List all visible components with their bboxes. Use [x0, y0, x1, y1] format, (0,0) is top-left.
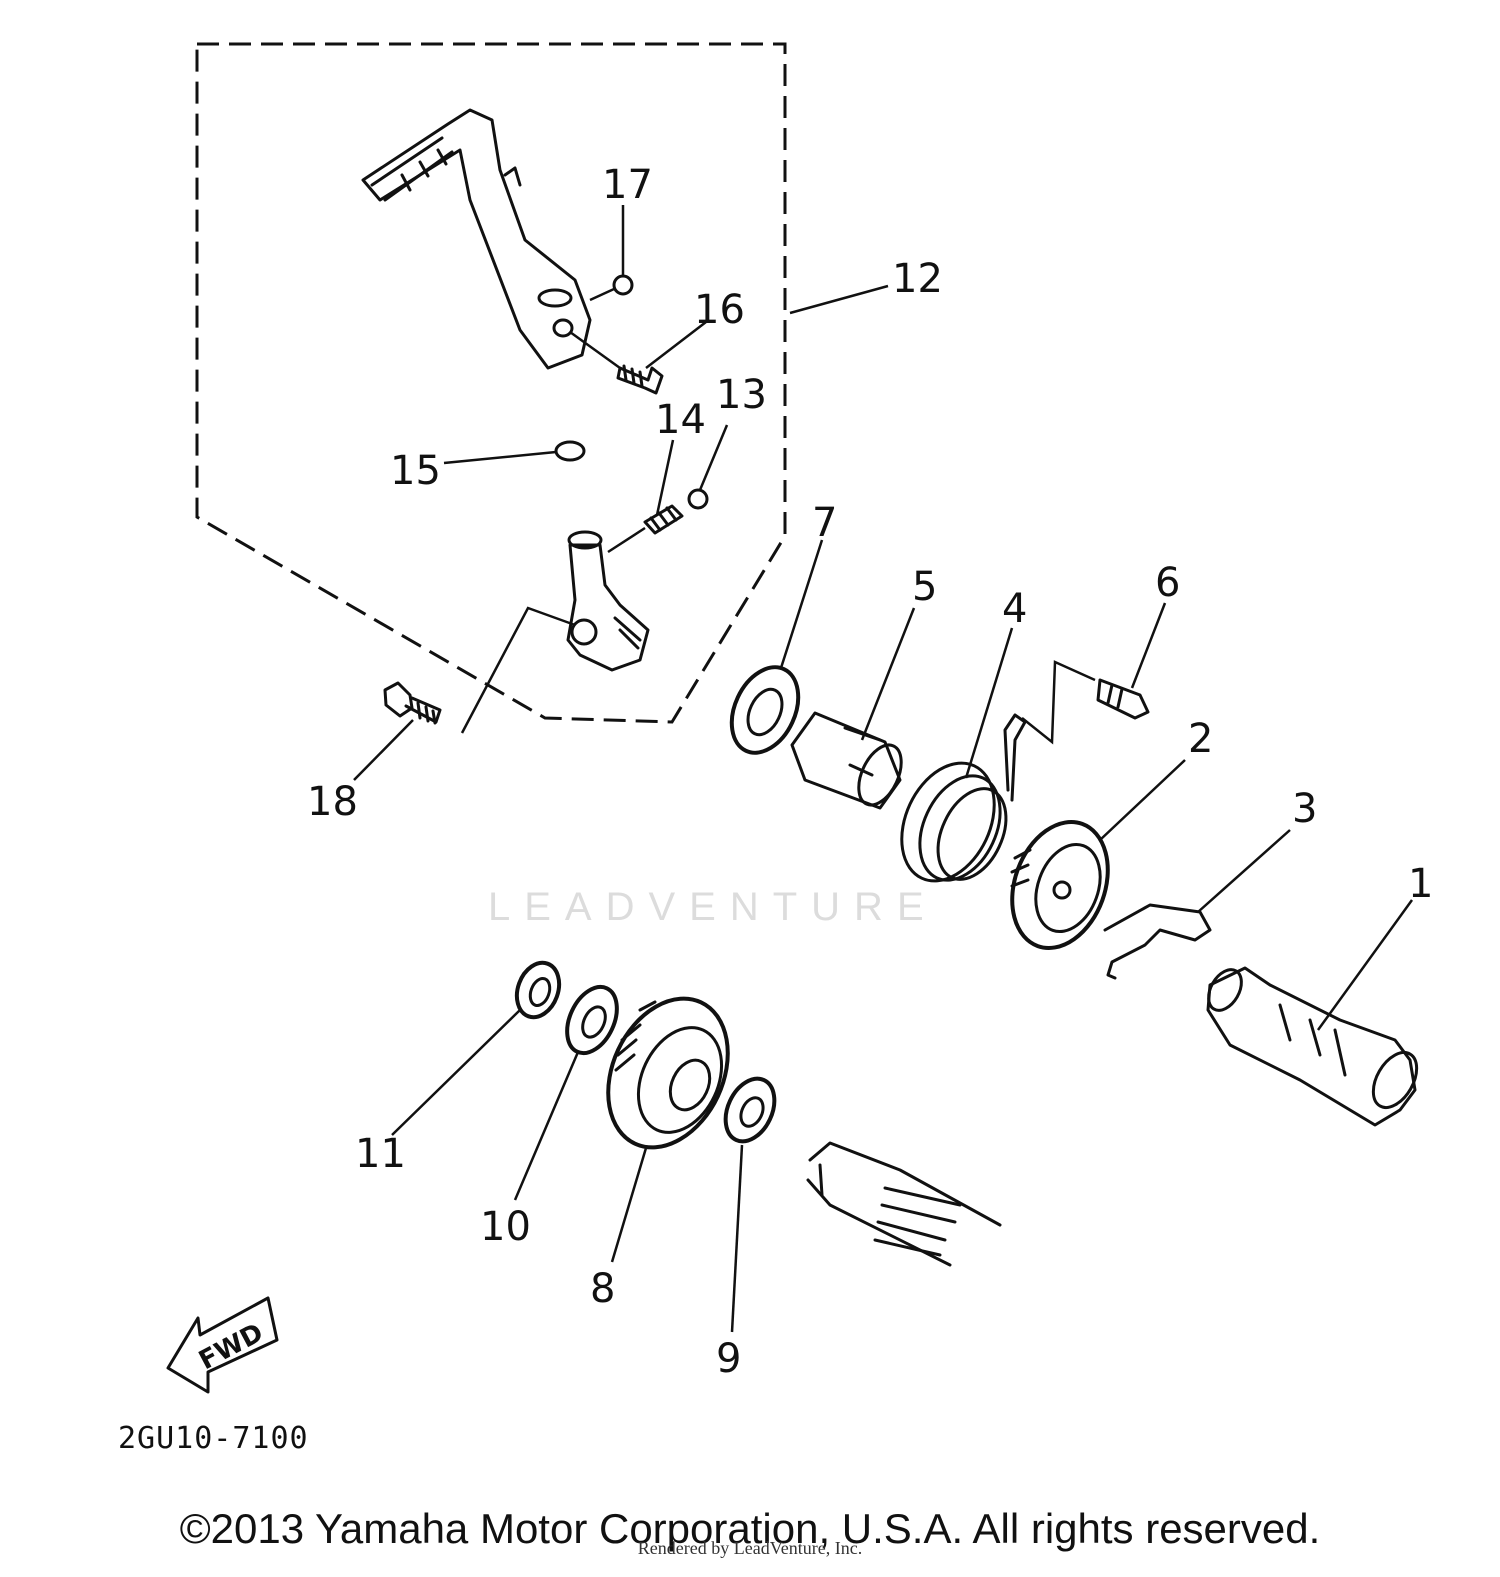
- kick-boss: [566, 526, 650, 672]
- part-17-ball: [612, 274, 634, 296]
- part-14-spring: [643, 504, 684, 535]
- splined-shaft: [806, 1141, 1002, 1267]
- callout-12: 12: [892, 256, 943, 302]
- part-6-pin: [1096, 678, 1150, 720]
- part-1-kick-axle: [1206, 966, 1419, 1127]
- fwd-arrow: FWD: [166, 1296, 279, 1394]
- part-4-spring: [900, 660, 1096, 883]
- callout-6: 6: [1155, 560, 1180, 606]
- part-10-washer: [565, 984, 619, 1056]
- part-11-circlip: [514, 960, 562, 1020]
- fwd-label: FWD: [194, 1318, 268, 1376]
- part-8-kick-gear: [606, 996, 730, 1150]
- callout-11: 11: [355, 1131, 406, 1177]
- callout-8: 8: [590, 1266, 615, 1312]
- callout-2: 2: [1188, 716, 1213, 762]
- part-18-bolt: [383, 606, 576, 734]
- part-3-clip: [1103, 903, 1212, 980]
- diagram-code: 2GU10-7100: [118, 1421, 309, 1456]
- callout-9: 9: [716, 1336, 741, 1382]
- leader-lines: [353, 205, 1414, 1333]
- callout-13: 13: [716, 372, 767, 418]
- part-13-ball: [687, 488, 709, 510]
- rendered-by-note: Rendered by LeadVenture, Inc.: [637, 1538, 863, 1558]
- part-7-seal: [729, 665, 801, 755]
- callout-3: 3: [1292, 786, 1317, 832]
- callout-14: 14: [655, 397, 706, 443]
- kick-crank-lever: [361, 108, 592, 370]
- part-9-washer: [723, 1076, 777, 1144]
- copyright-notice: ©2013 Yamaha Motor Corporation, U.S.A. A…: [179, 1505, 1321, 1552]
- callout-4: 4: [1002, 586, 1027, 632]
- callout-1: 1: [1408, 861, 1433, 907]
- part-5-collar: [790, 711, 903, 810]
- callout-10: 10: [480, 1204, 531, 1250]
- assembly-boundary: [195, 42, 787, 724]
- watermark: LEADVENTURE: [488, 885, 938, 929]
- callout-7: 7: [812, 500, 837, 546]
- callout-5: 5: [912, 564, 937, 610]
- part-2-ratchet: [1010, 820, 1110, 950]
- callout-16: 16: [694, 287, 745, 333]
- part-15-oring: [554, 440, 586, 462]
- callout-17: 17: [602, 162, 653, 208]
- part-16-bolt: [569, 330, 664, 395]
- callout-15: 15: [390, 448, 441, 494]
- callout-18: 18: [307, 779, 358, 825]
